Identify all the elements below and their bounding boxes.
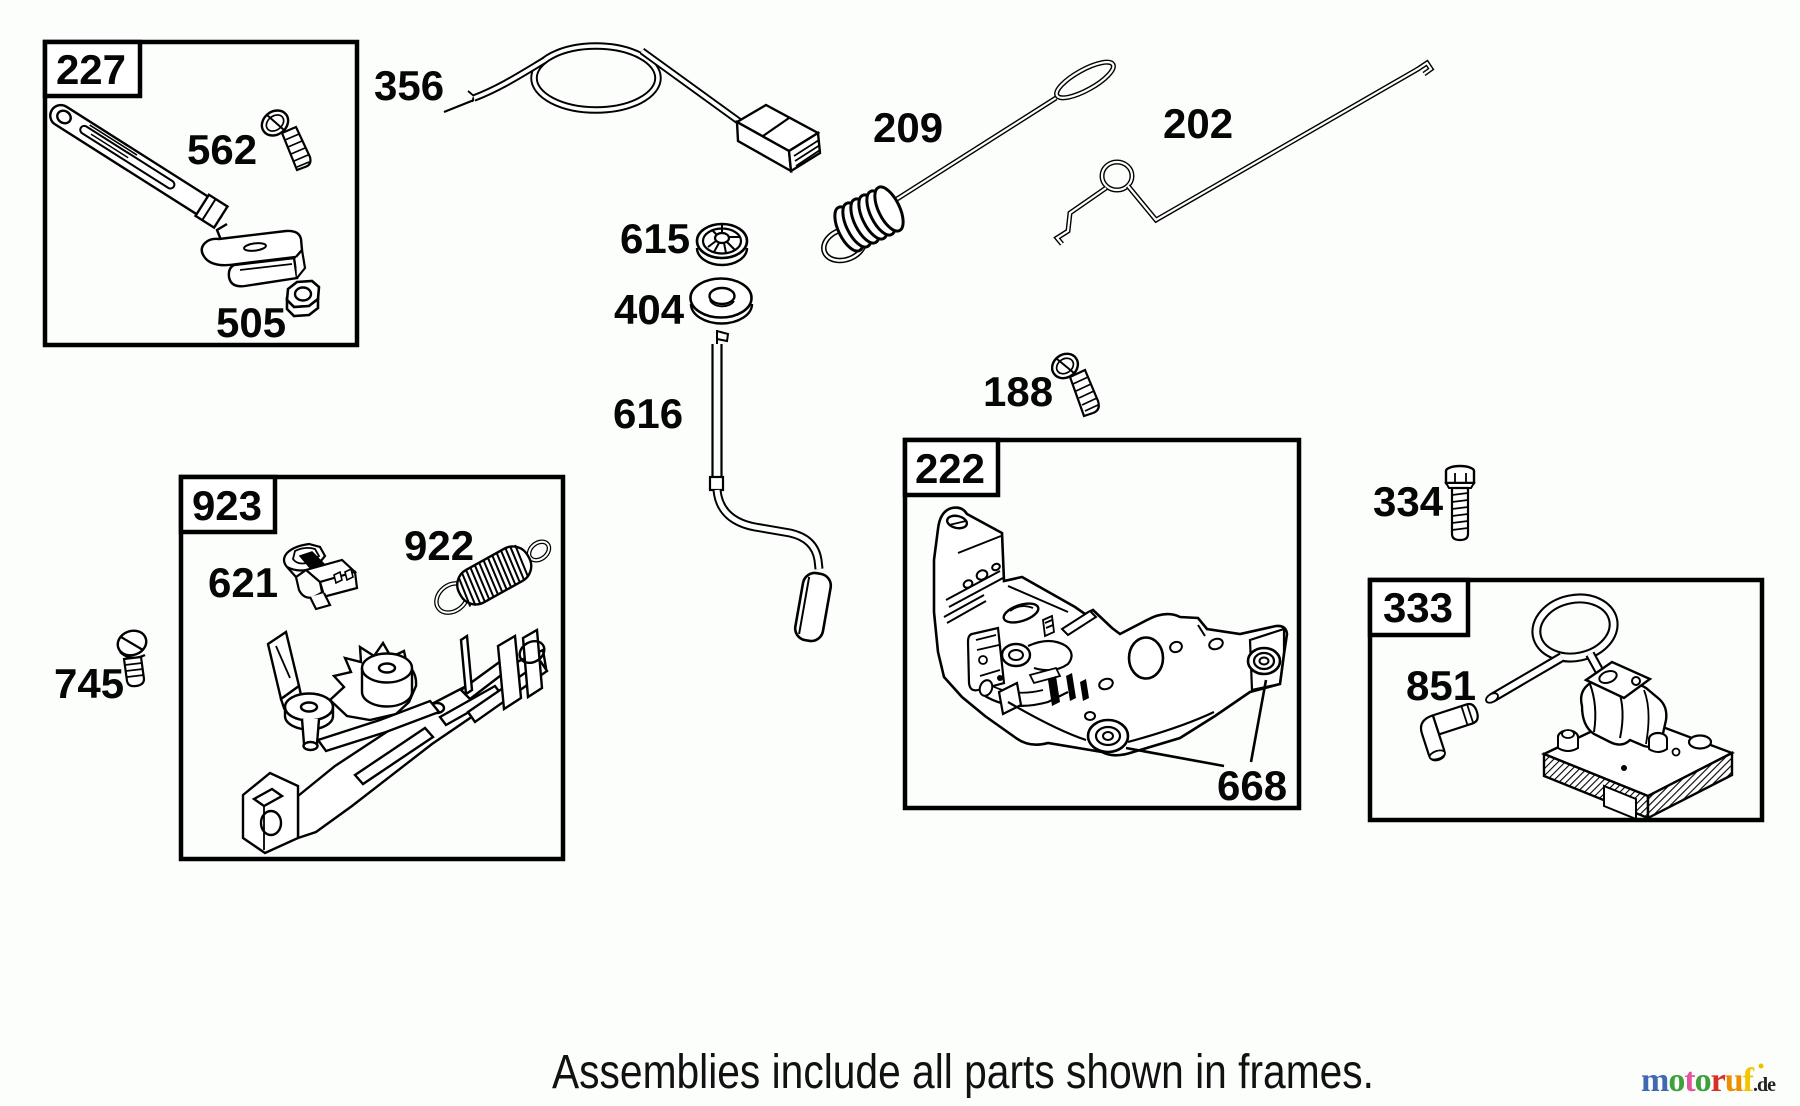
svg-text:621: 621 — [208, 559, 278, 606]
svg-text:227: 227 — [56, 46, 126, 93]
svg-text:745: 745 — [54, 660, 124, 707]
svg-text:922: 922 — [404, 522, 474, 569]
svg-text:Assemblies include all parts s: Assemblies include all parts shown in fr… — [552, 1046, 1374, 1099]
svg-text:334: 334 — [1373, 478, 1444, 525]
svg-text:562: 562 — [187, 126, 257, 173]
svg-text:209: 209 — [873, 104, 943, 151]
svg-text:222: 222 — [915, 445, 985, 492]
svg-text:923: 923 — [192, 482, 262, 529]
svg-text:188: 188 — [983, 368, 1053, 415]
svg-text:616: 616 — [613, 390, 683, 437]
svg-text:404: 404 — [614, 286, 685, 333]
svg-text:202: 202 — [1163, 100, 1233, 147]
svg-text:356: 356 — [374, 62, 444, 109]
svg-text:333: 333 — [1383, 584, 1453, 631]
svg-text:668: 668 — [1217, 762, 1287, 809]
svg-text:motoruf.de: motoruf.de — [1641, 1062, 1776, 1099]
svg-text:615: 615 — [620, 215, 690, 262]
svg-text:505: 505 — [216, 299, 286, 346]
svg-text:851: 851 — [1406, 662, 1476, 709]
